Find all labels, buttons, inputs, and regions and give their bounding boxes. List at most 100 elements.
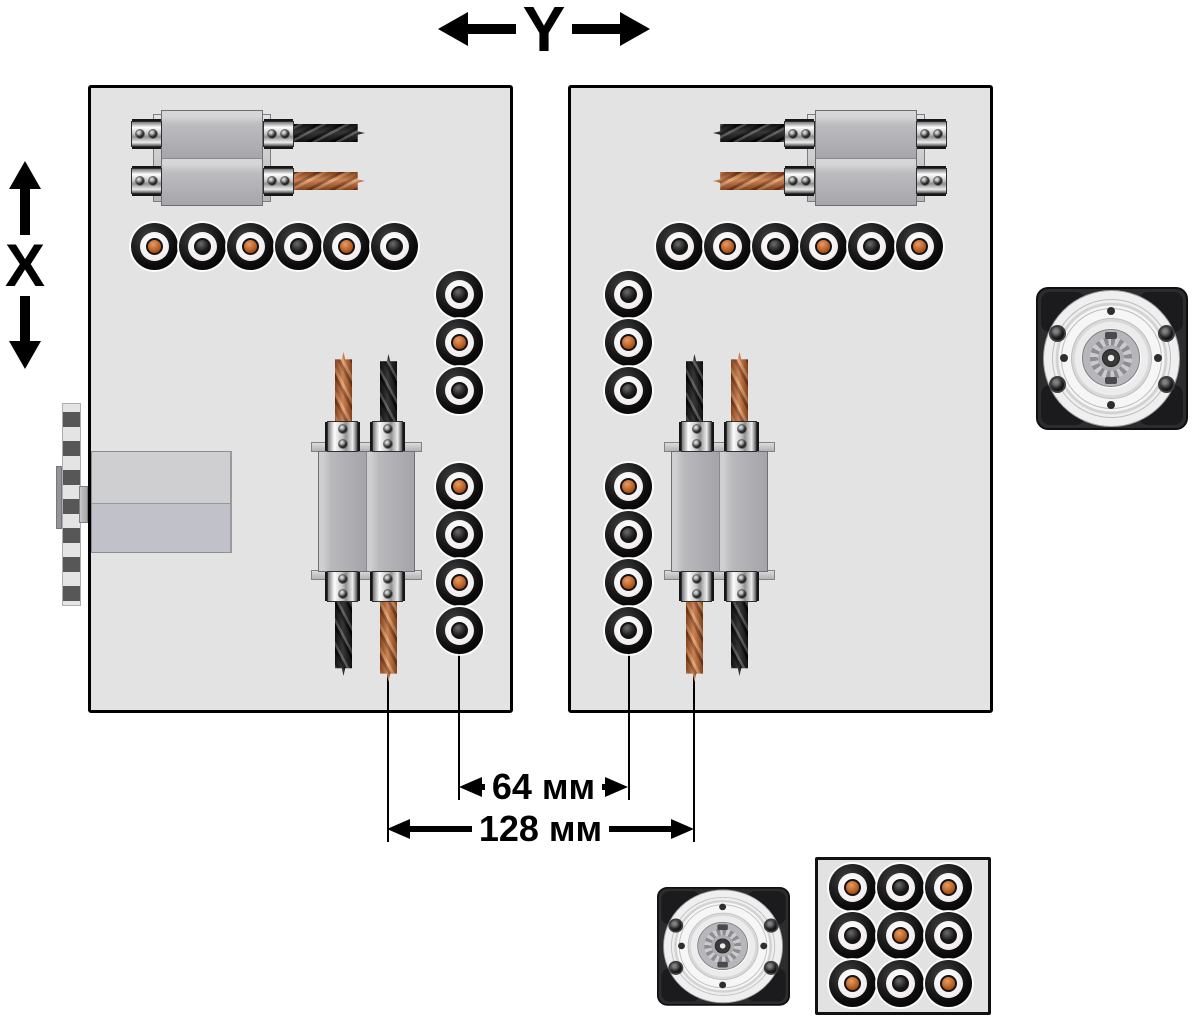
spindle-position-orange: [829, 960, 876, 1007]
spindle-position-orange: [436, 463, 483, 510]
spindle-position-orange: [436, 319, 483, 366]
spindle-position-black: [605, 271, 652, 318]
drill-chuck: [726, 421, 757, 452]
drill-bit: [713, 124, 785, 142]
dimension-line: [602, 784, 605, 790]
spindle-position-black: [605, 511, 652, 558]
aggregate-bolt: [668, 960, 684, 975]
spindle-position-orange: [605, 463, 652, 510]
spindle-position-black: [656, 223, 703, 270]
aggregate-bolt: [1049, 376, 1066, 393]
saw-blade-edge: [62, 403, 81, 606]
grid-row-2: [829, 912, 972, 959]
aggregate-index-dot: [760, 942, 768, 950]
drill-chuck: [372, 421, 403, 452]
hub-clamp-mark: [717, 961, 728, 968]
spindle-position-black: [605, 607, 652, 654]
y-axis-indicator: Y: [438, 0, 650, 65]
drill-chuck: [784, 121, 815, 147]
spindle-position-orange: [896, 223, 943, 270]
spindle-position-orange: [605, 319, 652, 366]
drill-bit: [335, 352, 352, 426]
spindle-position-black: [275, 223, 322, 270]
right-panel-spindle-row: [656, 223, 943, 270]
spindle-position-orange: [829, 864, 876, 911]
left-panel-spindle-column-lower: [436, 463, 483, 654]
drill-chuck: [131, 168, 162, 194]
drill-bit: [686, 354, 703, 426]
dimension-128mm: 128 мм: [387, 807, 695, 851]
spindle-position-black: [877, 960, 924, 1007]
aggregate-bolt: [668, 918, 684, 933]
dimension-arrowhead-left-icon: [387, 819, 410, 839]
drill-bit: [380, 598, 397, 682]
aggregate-index-dot: [719, 903, 727, 911]
extension-line-128-right: [693, 672, 695, 842]
spindle-position-black: [848, 223, 895, 270]
spindle-position-black: [925, 912, 972, 959]
drill-unit-body: [671, 451, 768, 572]
y-axis-left-arrow-icon: [438, 12, 516, 46]
spindle-position-black: [371, 223, 418, 270]
drill-bit: [380, 354, 397, 426]
drill-chuck: [263, 121, 294, 147]
drill-bit: [292, 124, 365, 142]
aggregate-hub: [697, 921, 748, 970]
drill-chuck: [372, 571, 403, 602]
right-panel-spindle-column-upper: [605, 271, 652, 414]
aggregate-index-dot: [1107, 307, 1115, 315]
flange-ring: [1052, 299, 1171, 418]
spindle-grid-panel: [815, 857, 991, 1015]
aggregate-index-dot: [1107, 401, 1115, 409]
x-axis-up-arrow-icon: [9, 161, 41, 235]
dimension-arrowhead-left-icon: [459, 777, 482, 797]
drill-chuck: [916, 121, 947, 147]
dimension-line: [410, 826, 472, 832]
drill-chuck: [681, 421, 712, 452]
dimension-arrowhead-right-icon: [671, 819, 695, 839]
spindle-position-orange: [323, 223, 370, 270]
x-axis-down-arrow-icon: [9, 295, 41, 369]
aggregate-bolt: [1049, 325, 1066, 342]
drill-chuck: [327, 421, 358, 452]
dimension-line: [609, 826, 672, 832]
grid-row-3: [829, 960, 972, 1007]
spindle-position-orange: [605, 559, 652, 606]
aggregate-bolt: [1158, 325, 1175, 342]
spindle-position-orange: [131, 223, 178, 270]
hub-clamp-mark: [1105, 377, 1117, 384]
right-panel-spindle-column-lower: [605, 463, 652, 654]
dimension-label-128mm: 128 мм: [478, 808, 603, 849]
drill-chuck: [726, 571, 757, 602]
aggregate-index-dot: [678, 942, 685, 950]
spindle-position-black: [436, 367, 483, 414]
spindle-position-black: [877, 864, 924, 911]
hub-clamp-mark: [717, 924, 728, 931]
flange-ring: [1071, 318, 1152, 399]
grid-row-1: [829, 864, 972, 911]
spindle-position-orange: [436, 559, 483, 606]
drill-bit: [731, 352, 748, 426]
drill-chuck: [263, 168, 294, 194]
drill-unit-body: [161, 110, 263, 206]
dimension-line: [482, 784, 485, 790]
drill-chuck: [327, 571, 358, 602]
drill-chuck: [131, 121, 162, 147]
extension-line-64-right: [628, 640, 630, 800]
aggregate-index-dot: [719, 981, 727, 989]
spindle-position-orange: [877, 912, 924, 959]
drill-bit: [335, 598, 352, 676]
spindle-position-orange: [704, 223, 751, 270]
drill-bit: [731, 598, 748, 676]
y-axis-right-arrow-icon: [572, 12, 650, 46]
x-axis-label: X: [4, 231, 46, 299]
drill-bit: [686, 598, 703, 682]
y-axis-label: Y: [522, 0, 566, 65]
rotary-aggregate-right: [1036, 287, 1188, 430]
spindle-position-black: [436, 607, 483, 654]
spindle-position-black: [436, 271, 483, 318]
drill-chuck: [784, 168, 815, 194]
aggregate-index-dot: [1060, 354, 1068, 362]
drill-unit-body: [815, 110, 917, 206]
extension-line-64-left: [458, 640, 460, 800]
